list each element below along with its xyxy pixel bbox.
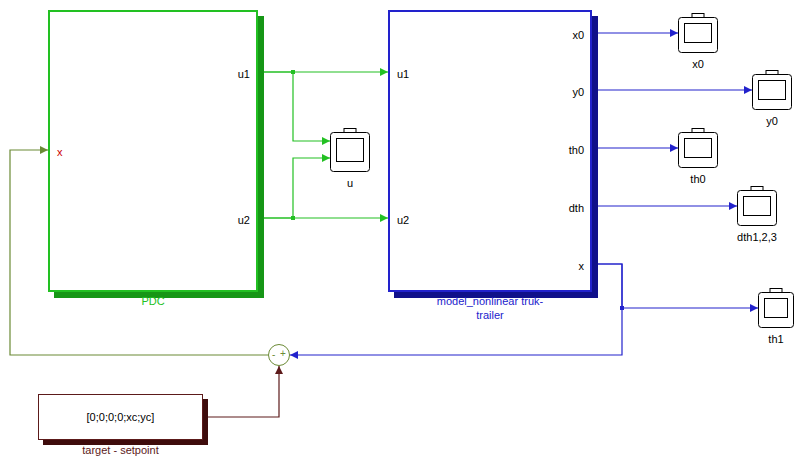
signal-line bbox=[592, 89, 752, 90]
signal-line bbox=[258, 158, 330, 218]
signal-line bbox=[592, 32, 678, 33]
value-label: [0;0;0;0;xc;yc] bbox=[39, 410, 202, 424]
scope-screen bbox=[759, 81, 786, 100]
signal-line bbox=[203, 366, 279, 417]
scope-icon bbox=[678, 13, 718, 53]
scope-tab bbox=[692, 129, 704, 133]
port-label: x bbox=[57, 145, 63, 159]
scope-tab bbox=[770, 289, 782, 293]
scope-icon bbox=[752, 70, 792, 110]
block-name: x0 bbox=[692, 57, 704, 71]
block-name: y0 bbox=[766, 114, 778, 128]
scope-block: th1 bbox=[758, 288, 794, 328]
port-label: u2 bbox=[238, 213, 250, 227]
branch-point bbox=[291, 70, 295, 74]
port-label: x0 bbox=[572, 28, 584, 42]
block-name: PDC bbox=[141, 294, 164, 308]
constant-block: [0;0;0;0;xc;yc]target - setpoint bbox=[38, 394, 203, 440]
plant-block: u1u2x0y0th0dthxmodel_nonlinear truk-trai… bbox=[388, 10, 592, 292]
block-name: target - setpoint bbox=[82, 443, 158, 457]
branch-point bbox=[620, 306, 624, 310]
scope-body bbox=[738, 191, 777, 226]
block-name: th1 bbox=[768, 332, 783, 346]
scope-block: th0 bbox=[678, 128, 718, 168]
port-label: u1 bbox=[397, 67, 409, 81]
signal-line bbox=[592, 147, 678, 148]
scope-screen bbox=[685, 139, 712, 158]
signal-line bbox=[592, 205, 737, 206]
scope-tab bbox=[344, 129, 356, 133]
scope-screen bbox=[337, 139, 364, 162]
port-label: x bbox=[579, 259, 585, 273]
port-label: dth bbox=[569, 201, 584, 215]
scope-body bbox=[759, 293, 794, 328]
sum-block: -+ bbox=[268, 344, 290, 366]
pdc-block: xu1u2PDC bbox=[48, 10, 258, 292]
block-name: dth1,2,3 bbox=[737, 230, 777, 244]
scope-body bbox=[679, 133, 718, 168]
scope-tab bbox=[692, 14, 704, 18]
scope-icon bbox=[737, 186, 777, 226]
signal-line bbox=[592, 264, 758, 308]
scope-block: dth1,2,3 bbox=[737, 186, 777, 226]
signal-line bbox=[258, 72, 330, 141]
scope-screen bbox=[685, 24, 712, 43]
scope-icon bbox=[678, 128, 718, 168]
scope-block: x0 bbox=[678, 13, 718, 53]
scope-tab bbox=[766, 71, 778, 75]
scope-icon bbox=[330, 128, 370, 172]
port-label: y0 bbox=[572, 85, 584, 99]
scope-icon bbox=[758, 288, 794, 328]
block-name: u bbox=[347, 176, 353, 190]
scope-body bbox=[753, 75, 792, 110]
port-label: th0 bbox=[569, 143, 584, 157]
port-label: u1 bbox=[238, 67, 250, 81]
scope-tab bbox=[751, 187, 763, 191]
port-label: u2 bbox=[397, 213, 409, 227]
scope-block: u bbox=[330, 128, 370, 172]
branch-point bbox=[291, 216, 295, 220]
scope-body bbox=[679, 18, 718, 53]
scope-body bbox=[331, 133, 370, 172]
scope-block: y0 bbox=[752, 70, 792, 110]
scope-screen bbox=[765, 299, 788, 318]
port-label: - bbox=[272, 348, 275, 362]
scope-screen bbox=[744, 197, 771, 216]
block-name: model_nonlinear truk-trailer bbox=[435, 294, 545, 322]
port-label: + bbox=[280, 347, 286, 361]
block-name: th0 bbox=[690, 172, 705, 186]
